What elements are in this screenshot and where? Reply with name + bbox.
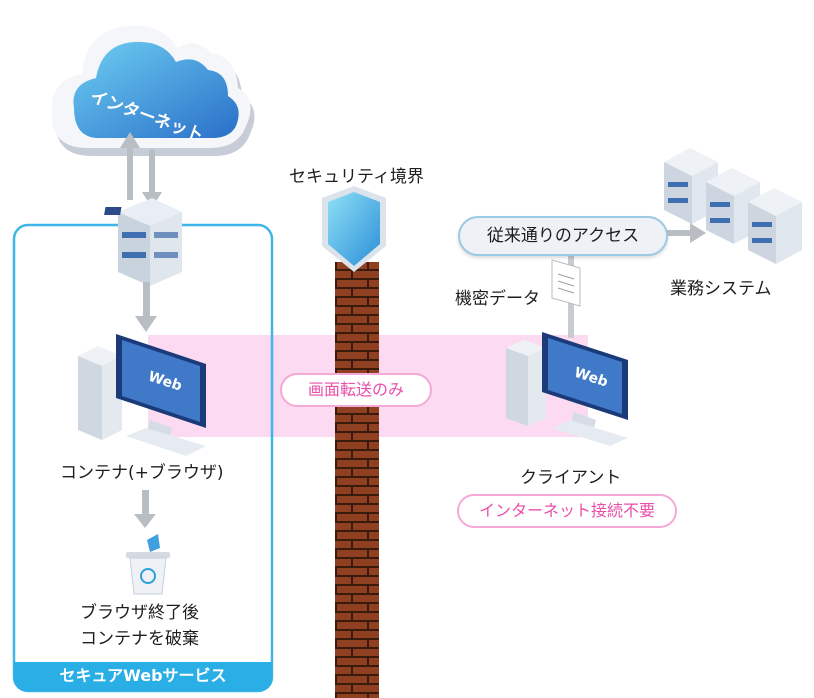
recycle-bin-icon bbox=[126, 534, 170, 595]
cloud-icon bbox=[51, 25, 255, 156]
service-footer-bar bbox=[14, 662, 272, 691]
gateway-server-icon bbox=[104, 198, 182, 286]
confidential-data-label: 機密データ bbox=[455, 289, 540, 309]
client-label: クライアント bbox=[520, 468, 622, 488]
legacy-access-pill: 従来通りのアクセス bbox=[458, 216, 668, 256]
right-arrow bbox=[666, 223, 706, 243]
no-internet-pill: インターネット接続不要 bbox=[457, 494, 677, 528]
security-boundary-label: セキュリティ境界 bbox=[289, 167, 424, 187]
document-icon bbox=[551, 259, 581, 307]
server-stack-icon bbox=[664, 148, 802, 264]
secure-web-service-label: セキュアWebサービス bbox=[59, 666, 227, 685]
business-system-label: 業務システム bbox=[670, 279, 772, 299]
container-pc-icon bbox=[78, 334, 206, 456]
client-pc-icon bbox=[506, 332, 628, 446]
screen-transfer-pill: 画面転送のみ bbox=[280, 373, 432, 407]
discard-line-2: コンテナを破棄 bbox=[80, 629, 199, 649]
down-arrow-2 bbox=[134, 490, 156, 528]
firewall-brick-wall bbox=[335, 262, 379, 698]
down-arrow-1 bbox=[135, 282, 157, 332]
shield-icon bbox=[322, 186, 386, 272]
container-label: コンテナ(+ブラウザ) bbox=[60, 463, 224, 483]
discard-line-1: ブラウザ終了後 bbox=[80, 603, 199, 623]
